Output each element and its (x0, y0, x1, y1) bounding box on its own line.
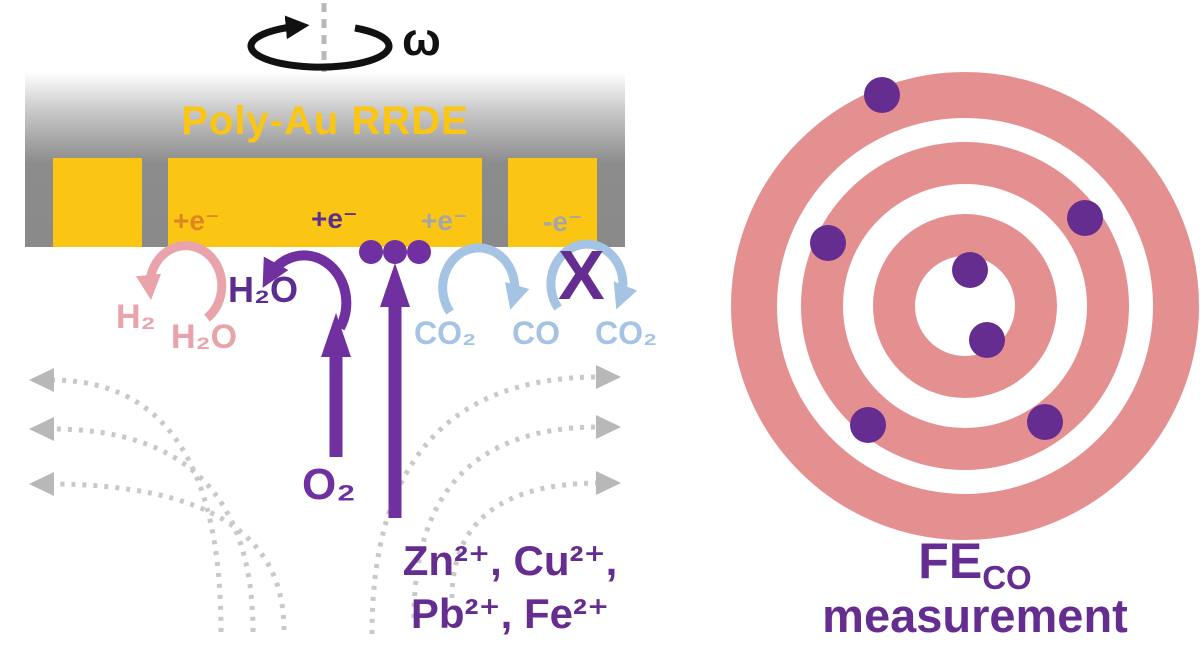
metal-deposit-dots (359, 240, 431, 264)
streamline-left-1 (53, 377, 224, 633)
orr-arrow (262, 250, 352, 331)
deposit-dot (407, 240, 431, 264)
flow-arrowhead-left-1 (29, 368, 54, 392)
co2-in-label: CO₂ (414, 315, 477, 351)
rotation-arrow (247, 15, 393, 71)
electrode-label-plus-e-3: +e⁻ (421, 205, 468, 236)
h2-evolution-arrow (136, 241, 227, 322)
omega-label: ω (402, 13, 441, 65)
o2-label: O₂ (302, 460, 356, 509)
ring-electrode-right (508, 158, 597, 247)
bullseye-ring-outer (731, 72, 1199, 540)
feco-base: FE (918, 533, 983, 589)
streamline-left-2 (53, 426, 256, 633)
streamline-right-3 (449, 480, 597, 599)
metal-ions-line1: Zn²⁺, Cu²⁺, (402, 537, 618, 584)
flow-arrowhead-left-3 (29, 472, 54, 496)
flow-arrowheads (29, 365, 621, 496)
target-dot (864, 77, 900, 113)
target-dot (1027, 404, 1063, 440)
flow-arrowhead-right-2 (596, 415, 621, 439)
electrode-title: Poly-Au RRDE (181, 99, 469, 143)
target-dots (810, 77, 1103, 443)
h2-label: H₂ (116, 298, 156, 336)
flow-arrowhead-right-3 (596, 471, 621, 495)
target-dot (810, 225, 846, 261)
co2-blocked-label: CO₂ (595, 315, 658, 351)
o2-flux-arrow (321, 313, 351, 457)
feco-bullseye (731, 72, 1199, 540)
h2o-purple-label: H₂O (228, 269, 298, 310)
disk-electrode (168, 158, 482, 247)
target-dot (969, 322, 1005, 358)
ring-electrode-left (53, 158, 142, 247)
streamline-right-2 (411, 424, 597, 619)
streamline-right-1 (369, 374, 597, 635)
electrode-label-minus-e: -e⁻ (543, 206, 583, 237)
streamline-left-3 (53, 481, 287, 631)
deposit-dot (383, 240, 407, 264)
co2-blocked-arrow (546, 239, 638, 311)
flow-streamlines (53, 374, 597, 635)
feco-subscript: CO (982, 559, 1032, 596)
target-dot (952, 252, 988, 288)
target-dot (1067, 200, 1103, 236)
flow-arrowhead-right-1 (596, 365, 621, 389)
h2o-pink-label: H₂O (171, 318, 238, 356)
bullseye-ring-inner (873, 214, 1057, 398)
target-dot (850, 407, 886, 443)
bullseye-ring-middle (801, 142, 1129, 470)
measurement-label: measurement (822, 589, 1128, 642)
electrode-label-plus-e-2: +e⁻ (311, 203, 358, 234)
metal-ions-line2: Pb²⁺, Fe²⁺ (410, 590, 610, 637)
metal-ions-label: Zn²⁺, Cu²⁺, Pb²⁺, Fe²⁺ (355, 534, 665, 640)
flow-arrowhead-left-2 (29, 417, 54, 441)
ion-flux-arrow (380, 263, 410, 518)
co-out-label: CO (512, 315, 560, 351)
deposit-dot (359, 240, 383, 264)
blocked-x-label: X (558, 236, 605, 314)
feco-label: FECO (765, 536, 1185, 594)
co2-reduction-arrow (438, 243, 530, 315)
electrode-label-plus-e-1: +e⁻ (173, 205, 220, 236)
